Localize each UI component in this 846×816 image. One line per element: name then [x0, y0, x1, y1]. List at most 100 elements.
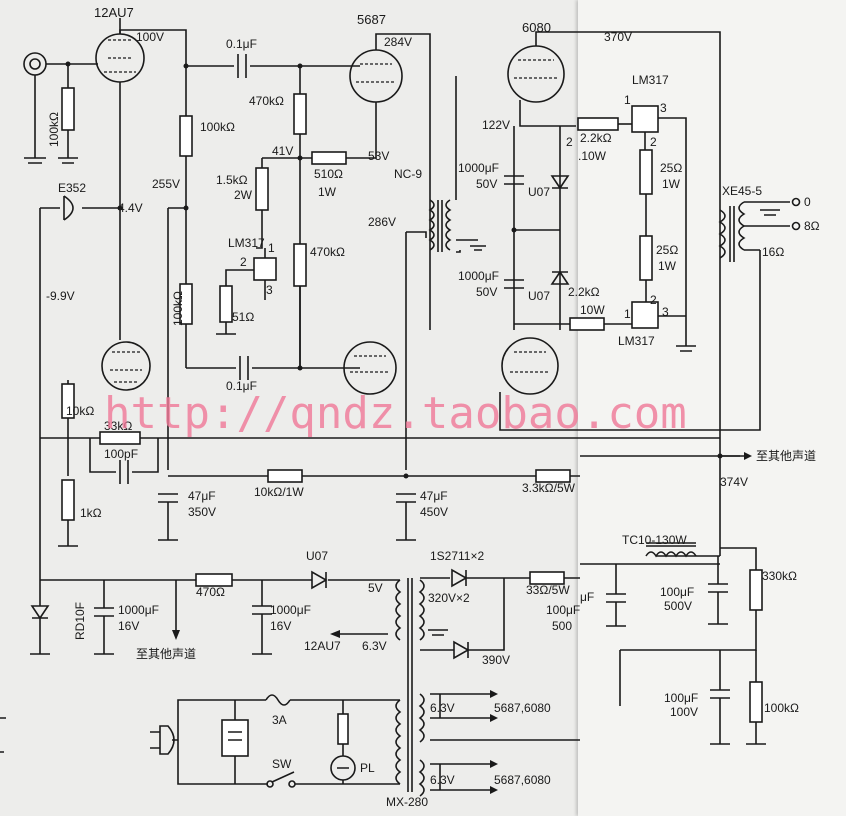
label-to-other-top: 至其他声道 [756, 449, 816, 463]
label-tc10: TC10-130W [622, 533, 687, 547]
diode-rd10f [30, 580, 50, 655]
label-100u-a: 100μF [546, 603, 580, 617]
resistor-10k-left [61, 380, 75, 476]
label-pin1-b: 1 [624, 93, 631, 107]
label-pin2-c: 2 [650, 135, 657, 149]
label-6-3v-c: 6.3V [430, 773, 455, 787]
label-12au7: 12AU7 [94, 5, 134, 20]
label-lm317-a: LM317 [228, 236, 265, 250]
lm317-regulator-top [631, 105, 687, 346]
label-100k-bottom: 100kΩ [764, 701, 799, 715]
label-470k-a: 470kΩ [249, 94, 284, 108]
label-47u-b-v: 450V [420, 505, 448, 519]
label-u07-c: U07 [306, 549, 328, 563]
label-1k: 1kΩ [80, 506, 102, 520]
arrow-to-other-channel-top [720, 452, 752, 460]
label-1k5-w: 2W [234, 188, 253, 202]
label-1s2711: 1S2711×2 [430, 549, 484, 563]
label-122v: 122V [482, 118, 510, 132]
filter-box [221, 700, 249, 784]
label-5687: 5687 [357, 12, 386, 27]
output-transformer-xe45 [718, 197, 801, 262]
tube-6080-bottom [499, 250, 761, 431]
label-pin3-b: 3 [660, 101, 667, 115]
label-2k2-a: 2.2kΩ [580, 131, 612, 145]
label-470k-b: 470kΩ [310, 245, 345, 259]
label-390v: 390V [482, 653, 510, 667]
coupling-capacitor-top [237, 54, 247, 78]
label-1k5: 1.5kΩ [216, 173, 248, 187]
arrow-to-other-channel-bottom [172, 580, 180, 640]
cap-1000u-16v-right [252, 580, 272, 655]
label-1000u-c-v: 16V [118, 619, 139, 633]
label-2k2-a-w: .10W [578, 149, 607, 163]
label-10k-1w: 10kΩ/1W [254, 485, 304, 499]
label-1000u-c: 1000μF [118, 603, 159, 617]
tube-6080-top [507, 31, 721, 250]
label-100pf: 100pF [104, 447, 138, 461]
microphone-e352 [63, 195, 120, 221]
label-1000u-d-v: 16V [270, 619, 291, 633]
tube-12au7-bottom [101, 341, 151, 391]
diode-1s2711-top [451, 568, 468, 588]
label-100u-c-v: 100V [670, 705, 698, 719]
label-100u-c: 100μF [664, 691, 698, 705]
bias-wire-left [39, 207, 186, 580]
resistor-510 [311, 151, 347, 165]
label-1000u-a-v: 50V [476, 177, 497, 191]
label-minus-9-9v: -9.9V [46, 289, 75, 303]
label-255v: 255V [152, 177, 180, 191]
label-lm317-b: LM317 [632, 73, 669, 87]
label-100u-b: 100μF [660, 585, 694, 599]
fuse-3a [265, 694, 400, 706]
label-fuse-3a: 3A [272, 713, 287, 727]
resistor-470k-lower [293, 243, 307, 287]
label-25-b-w: 1W [658, 259, 677, 273]
watermark-url: http://qndz.taobao.com [104, 388, 687, 439]
choke-tc10 [645, 542, 697, 558]
label-374v: 374V [720, 475, 748, 489]
label-1000u-b: 1000μF [458, 269, 499, 283]
label-47u-a: 47μF [188, 489, 216, 503]
plate-resistor-100k [179, 115, 193, 157]
resistor-25-top [639, 149, 653, 236]
label-284v: 284V [384, 35, 412, 49]
label-1000u-a: 1000μF [458, 161, 499, 175]
label-25-b: 25Ω [656, 243, 678, 257]
label-c01a: 0.1μF [226, 37, 257, 51]
resistor-2k2-top [577, 117, 632, 131]
label-to-other-bottom: 至其他声道 [136, 647, 196, 661]
label-1000u-d: 1000μF [270, 603, 311, 617]
label-xe45: XE45-5 [722, 184, 762, 198]
tube-12au7-top [95, 18, 145, 340]
paper-sheet-left [0, 0, 590, 816]
label-100k-lower: 100kΩ [171, 291, 185, 326]
label-6-3v-a: 6.3V [362, 639, 387, 653]
label-100u-b-v: 500V [664, 599, 692, 613]
label-5v: 5V [368, 581, 383, 595]
lm317-regulator-bottom [631, 301, 696, 352]
cap-47u-350v [158, 493, 178, 541]
label-100k-plate: 100kΩ [200, 120, 235, 134]
label-1000u-b-v: 50V [476, 285, 497, 299]
label-u07-a: U07 [528, 185, 550, 199]
input-resistor [58, 64, 78, 164]
tube-5687-bottom [343, 341, 397, 395]
cap-1000u-bottom [504, 279, 524, 289]
label-100v: 100V [136, 30, 164, 44]
label-25-a: 25Ω [660, 161, 682, 175]
label-47u-b: 47μF [420, 489, 448, 503]
label-pin2-a: 2 [240, 255, 247, 269]
nc9-interstage-transformer [405, 76, 486, 470]
resistor-3k3-5w [535, 469, 571, 483]
lm317-regulator-left [225, 248, 277, 300]
resistor-470k-top [293, 93, 307, 135]
label-41v: 41V [272, 144, 293, 158]
label-out-16: 16Ω [762, 245, 784, 259]
label-510-w: 1W [318, 185, 337, 199]
first-plate-wire [119, 29, 187, 368]
mains-plug [150, 699, 268, 785]
label-320v: 320V×2 [428, 591, 470, 605]
